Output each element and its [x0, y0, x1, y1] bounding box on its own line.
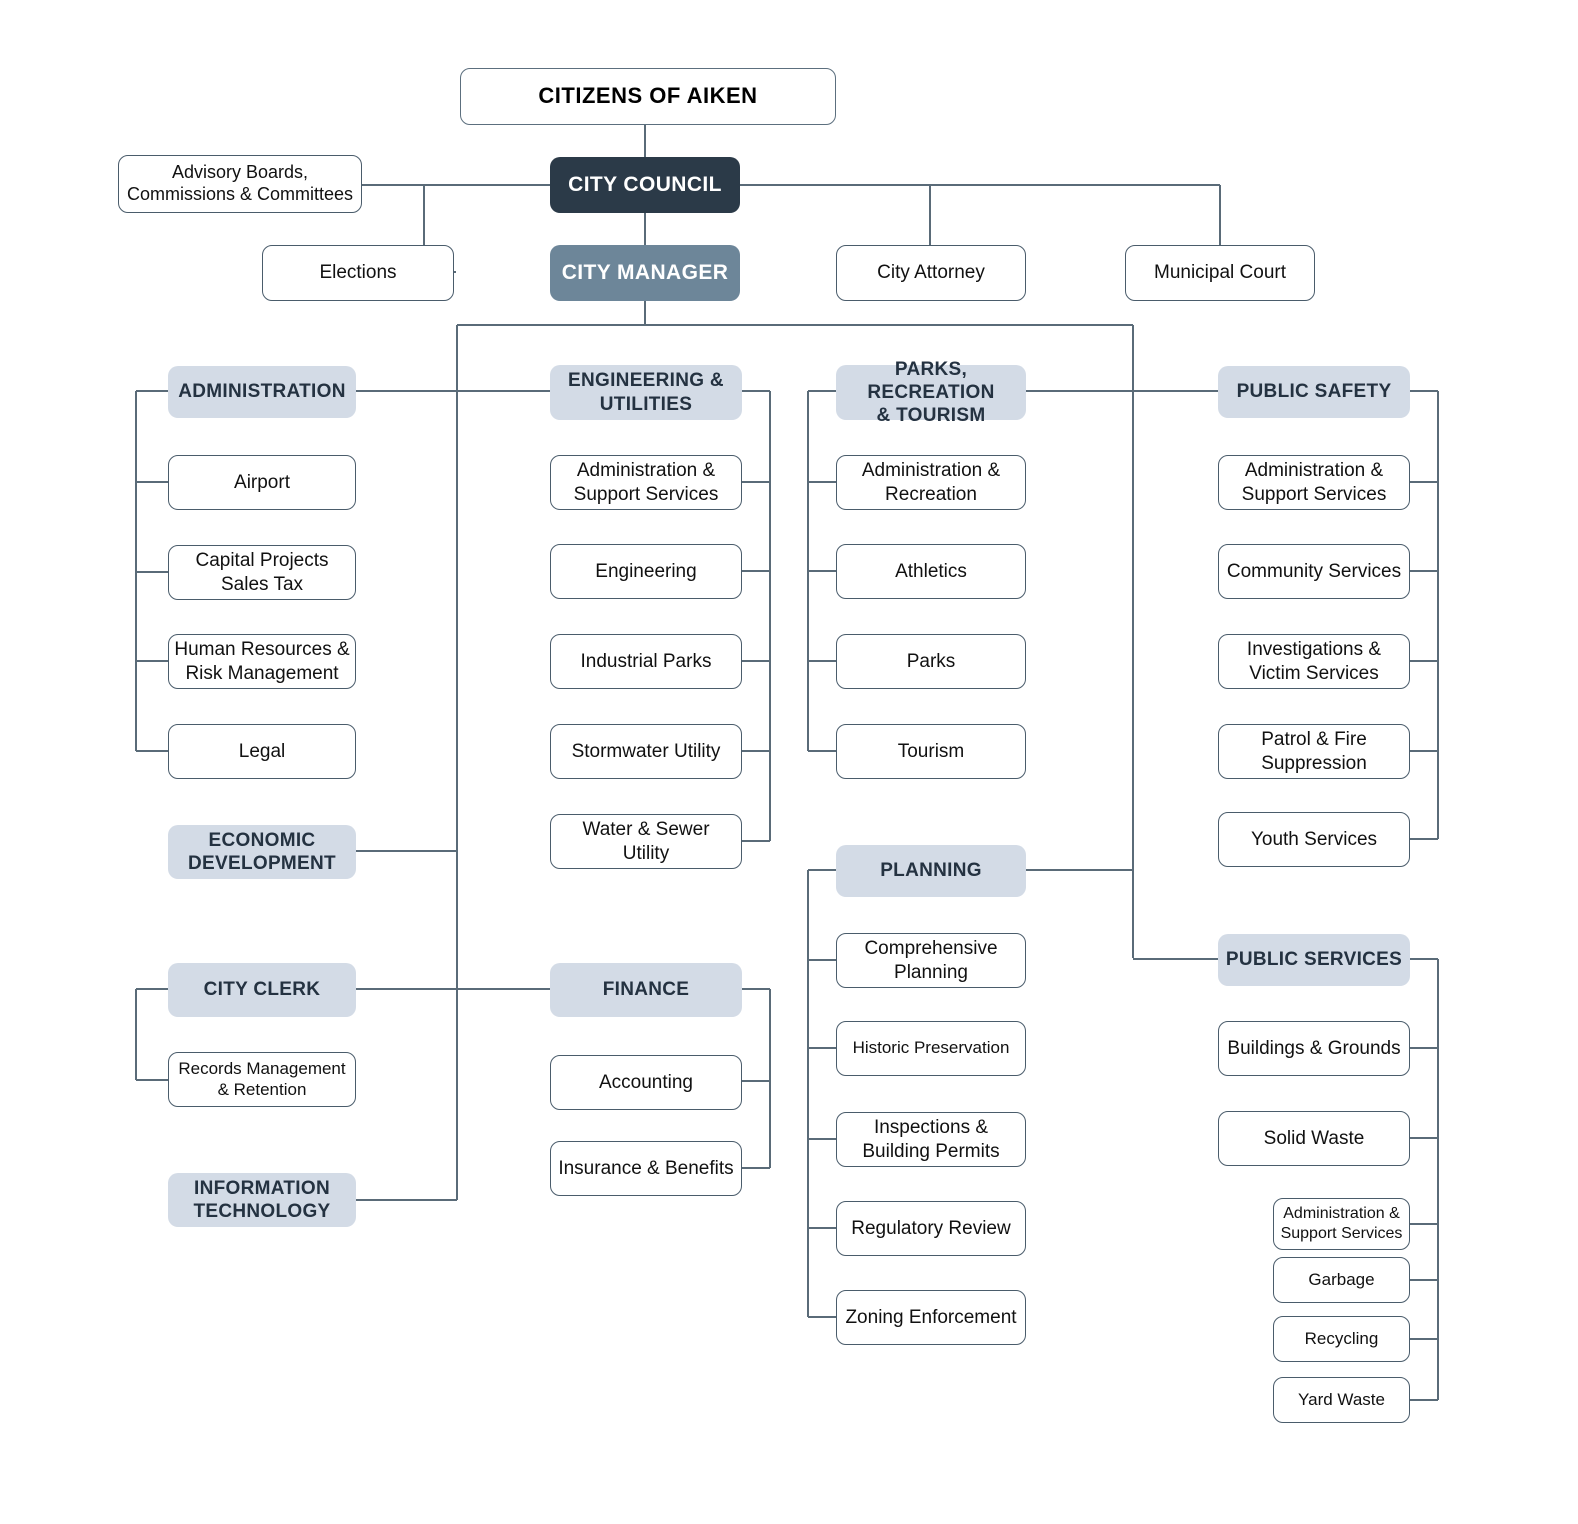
- node-label: Youth Services: [1250, 828, 1378, 850]
- node-stormwater-utility[interactable]: Stormwater Utility: [550, 724, 742, 779]
- node-insurance-benefits[interactable]: Insurance & Benefits: [550, 1141, 742, 1196]
- node-prt-administration-recreation[interactable]: Administration & Recreation: [836, 455, 1026, 510]
- node-label: PUBLIC SERVICES: [1225, 949, 1403, 971]
- node-label: CITIZENS OF AIKEN: [538, 83, 758, 109]
- node-label: Engineering: [595, 560, 697, 582]
- node-label: Human Resources & Risk Management: [174, 639, 350, 684]
- dept-information-technology[interactable]: INFORMATION TECHNOLOGY: [168, 1173, 356, 1227]
- node-municipal-court[interactable]: Municipal Court: [1125, 245, 1315, 301]
- node-water-sewer-utility[interactable]: Water & Sewer Utility: [550, 814, 742, 869]
- node-label: Administration & Support Services: [1241, 460, 1387, 505]
- node-city-council[interactable]: CITY COUNCIL: [550, 157, 740, 213]
- node-zoning-enforcement[interactable]: Zoning Enforcement: [836, 1290, 1026, 1345]
- dept-public-services[interactable]: PUBLIC SERVICES: [1218, 934, 1410, 986]
- node-label: Regulatory Review: [851, 1217, 1011, 1239]
- node-label: Records Management & Retention: [178, 1058, 346, 1099]
- node-tourism[interactable]: Tourism: [836, 724, 1026, 779]
- node-parks[interactable]: Parks: [836, 634, 1026, 689]
- node-label: FINANCE: [602, 979, 690, 1001]
- node-label: ENGINEERING & UTILITIES: [568, 370, 724, 415]
- node-label: PLANNING: [880, 860, 982, 882]
- node-label: Tourism: [897, 740, 965, 762]
- dept-parks-recreation-tourism[interactable]: PARKS, RECREATION & TOURISM: [836, 359, 1026, 426]
- node-label: ADMINISTRATION: [178, 381, 346, 403]
- node-airport[interactable]: Airport: [168, 455, 356, 510]
- node-label: Investigations & Victim Services: [1246, 639, 1382, 684]
- dept-finance[interactable]: FINANCE: [550, 963, 742, 1017]
- node-label: Yard Waste: [1298, 1389, 1385, 1409]
- node-community-services[interactable]: Community Services: [1218, 544, 1410, 599]
- node-industrial-parks[interactable]: Industrial Parks: [550, 634, 742, 689]
- node-sw-administration-support-services[interactable]: Administration & Support Services: [1273, 1198, 1410, 1250]
- node-label: Athletics: [895, 560, 967, 582]
- dept-city-clerk[interactable]: CITY CLERK: [168, 963, 356, 1017]
- node-label: Recycling: [1304, 1328, 1379, 1348]
- node-yard-waste[interactable]: Yard Waste: [1273, 1377, 1410, 1423]
- node-label: City Attorney: [877, 262, 985, 284]
- node-label: Inspections & Building Permits: [862, 1117, 1000, 1162]
- node-label: ECONOMIC DEVELOPMENT: [188, 829, 336, 874]
- dept-public-safety[interactable]: PUBLIC SAFETY: [1218, 366, 1410, 418]
- node-label: Legal: [238, 740, 286, 762]
- node-label: Insurance & Benefits: [558, 1157, 734, 1179]
- node-legal[interactable]: Legal: [168, 724, 356, 779]
- dept-economic-development[interactable]: ECONOMIC DEVELOPMENT: [168, 825, 356, 879]
- node-city-manager[interactable]: CITY MANAGER: [550, 245, 740, 301]
- node-capital-projects-sales-tax[interactable]: Capital Projects Sales Tax: [168, 545, 356, 600]
- node-label: CITY MANAGER: [561, 261, 729, 285]
- node-athletics[interactable]: Athletics: [836, 544, 1026, 599]
- node-label: Patrol & Fire Suppression: [1261, 729, 1367, 774]
- node-label: Historic Preservation: [852, 1038, 1010, 1058]
- node-patrol-fire-suppression[interactable]: Patrol & Fire Suppression: [1218, 724, 1410, 779]
- node-label: Elections: [319, 262, 397, 284]
- node-label: Administration & Recreation: [861, 460, 1001, 505]
- node-label: Zoning Enforcement: [845, 1306, 1017, 1328]
- node-ps-administration-support-services[interactable]: Administration & Support Services: [1218, 455, 1410, 510]
- node-label: Advisory Boards, Commissions & Committee…: [126, 162, 354, 204]
- node-advisory-boards[interactable]: Advisory Boards, Commissions & Committee…: [118, 155, 362, 213]
- node-label: Parks: [906, 650, 956, 672]
- node-label: PARKS, RECREATION & TOURISM: [867, 358, 995, 427]
- node-city-attorney[interactable]: City Attorney: [836, 245, 1026, 301]
- node-comprehensive-planning[interactable]: Comprehensive Planning: [836, 933, 1026, 988]
- node-label: Administration & Support Services: [1280, 1205, 1403, 1242]
- node-label: Accounting: [598, 1071, 693, 1093]
- node-label: CITY COUNCIL: [568, 173, 722, 197]
- node-label: Industrial Parks: [580, 650, 712, 672]
- node-elections[interactable]: Elections: [262, 245, 454, 301]
- node-label: Garbage: [1308, 1269, 1375, 1289]
- node-accounting[interactable]: Accounting: [550, 1055, 742, 1110]
- node-youth-services[interactable]: Youth Services: [1218, 812, 1410, 867]
- node-label: Comprehensive Planning: [864, 938, 998, 983]
- node-solid-waste[interactable]: Solid Waste: [1218, 1111, 1410, 1166]
- node-human-resources-risk-management[interactable]: Human Resources & Risk Management: [168, 634, 356, 689]
- node-engineering[interactable]: Engineering: [550, 544, 742, 599]
- dept-planning[interactable]: PLANNING: [836, 845, 1026, 897]
- node-records-management-retention[interactable]: Records Management & Retention: [168, 1052, 356, 1107]
- dept-administration[interactable]: ADMINISTRATION: [168, 366, 356, 418]
- node-historic-preservation[interactable]: Historic Preservation: [836, 1021, 1026, 1076]
- node-label: Community Services: [1226, 560, 1402, 582]
- node-eu-administration-support-services[interactable]: Administration & Support Services: [550, 455, 742, 510]
- node-label: Administration & Support Services: [573, 460, 719, 505]
- node-investigations-victim-services[interactable]: Investigations & Victim Services: [1218, 634, 1410, 689]
- node-label: Buildings & Grounds: [1227, 1037, 1401, 1059]
- node-inspections-building-permits[interactable]: Inspections & Building Permits: [836, 1112, 1026, 1167]
- node-buildings-grounds[interactable]: Buildings & Grounds: [1218, 1021, 1410, 1076]
- node-citizens-of-aiken[interactable]: CITIZENS OF AIKEN: [460, 68, 836, 125]
- node-label: CITY CLERK: [203, 979, 321, 1001]
- node-label: Stormwater Utility: [571, 740, 721, 762]
- node-garbage[interactable]: Garbage: [1273, 1257, 1410, 1303]
- node-label: Capital Projects Sales Tax: [195, 550, 329, 595]
- node-label: Water & Sewer Utility: [582, 819, 710, 864]
- node-label: Municipal Court: [1154, 262, 1286, 284]
- node-label: Solid Waste: [1263, 1127, 1365, 1149]
- node-label: PUBLIC SAFETY: [1236, 381, 1392, 403]
- node-label: Airport: [234, 471, 290, 493]
- node-recycling[interactable]: Recycling: [1273, 1316, 1410, 1362]
- node-regulatory-review[interactable]: Regulatory Review: [836, 1201, 1026, 1256]
- dept-engineering-utilities[interactable]: ENGINEERING & UTILITIES: [550, 365, 742, 420]
- node-label: INFORMATION TECHNOLOGY: [193, 1177, 331, 1222]
